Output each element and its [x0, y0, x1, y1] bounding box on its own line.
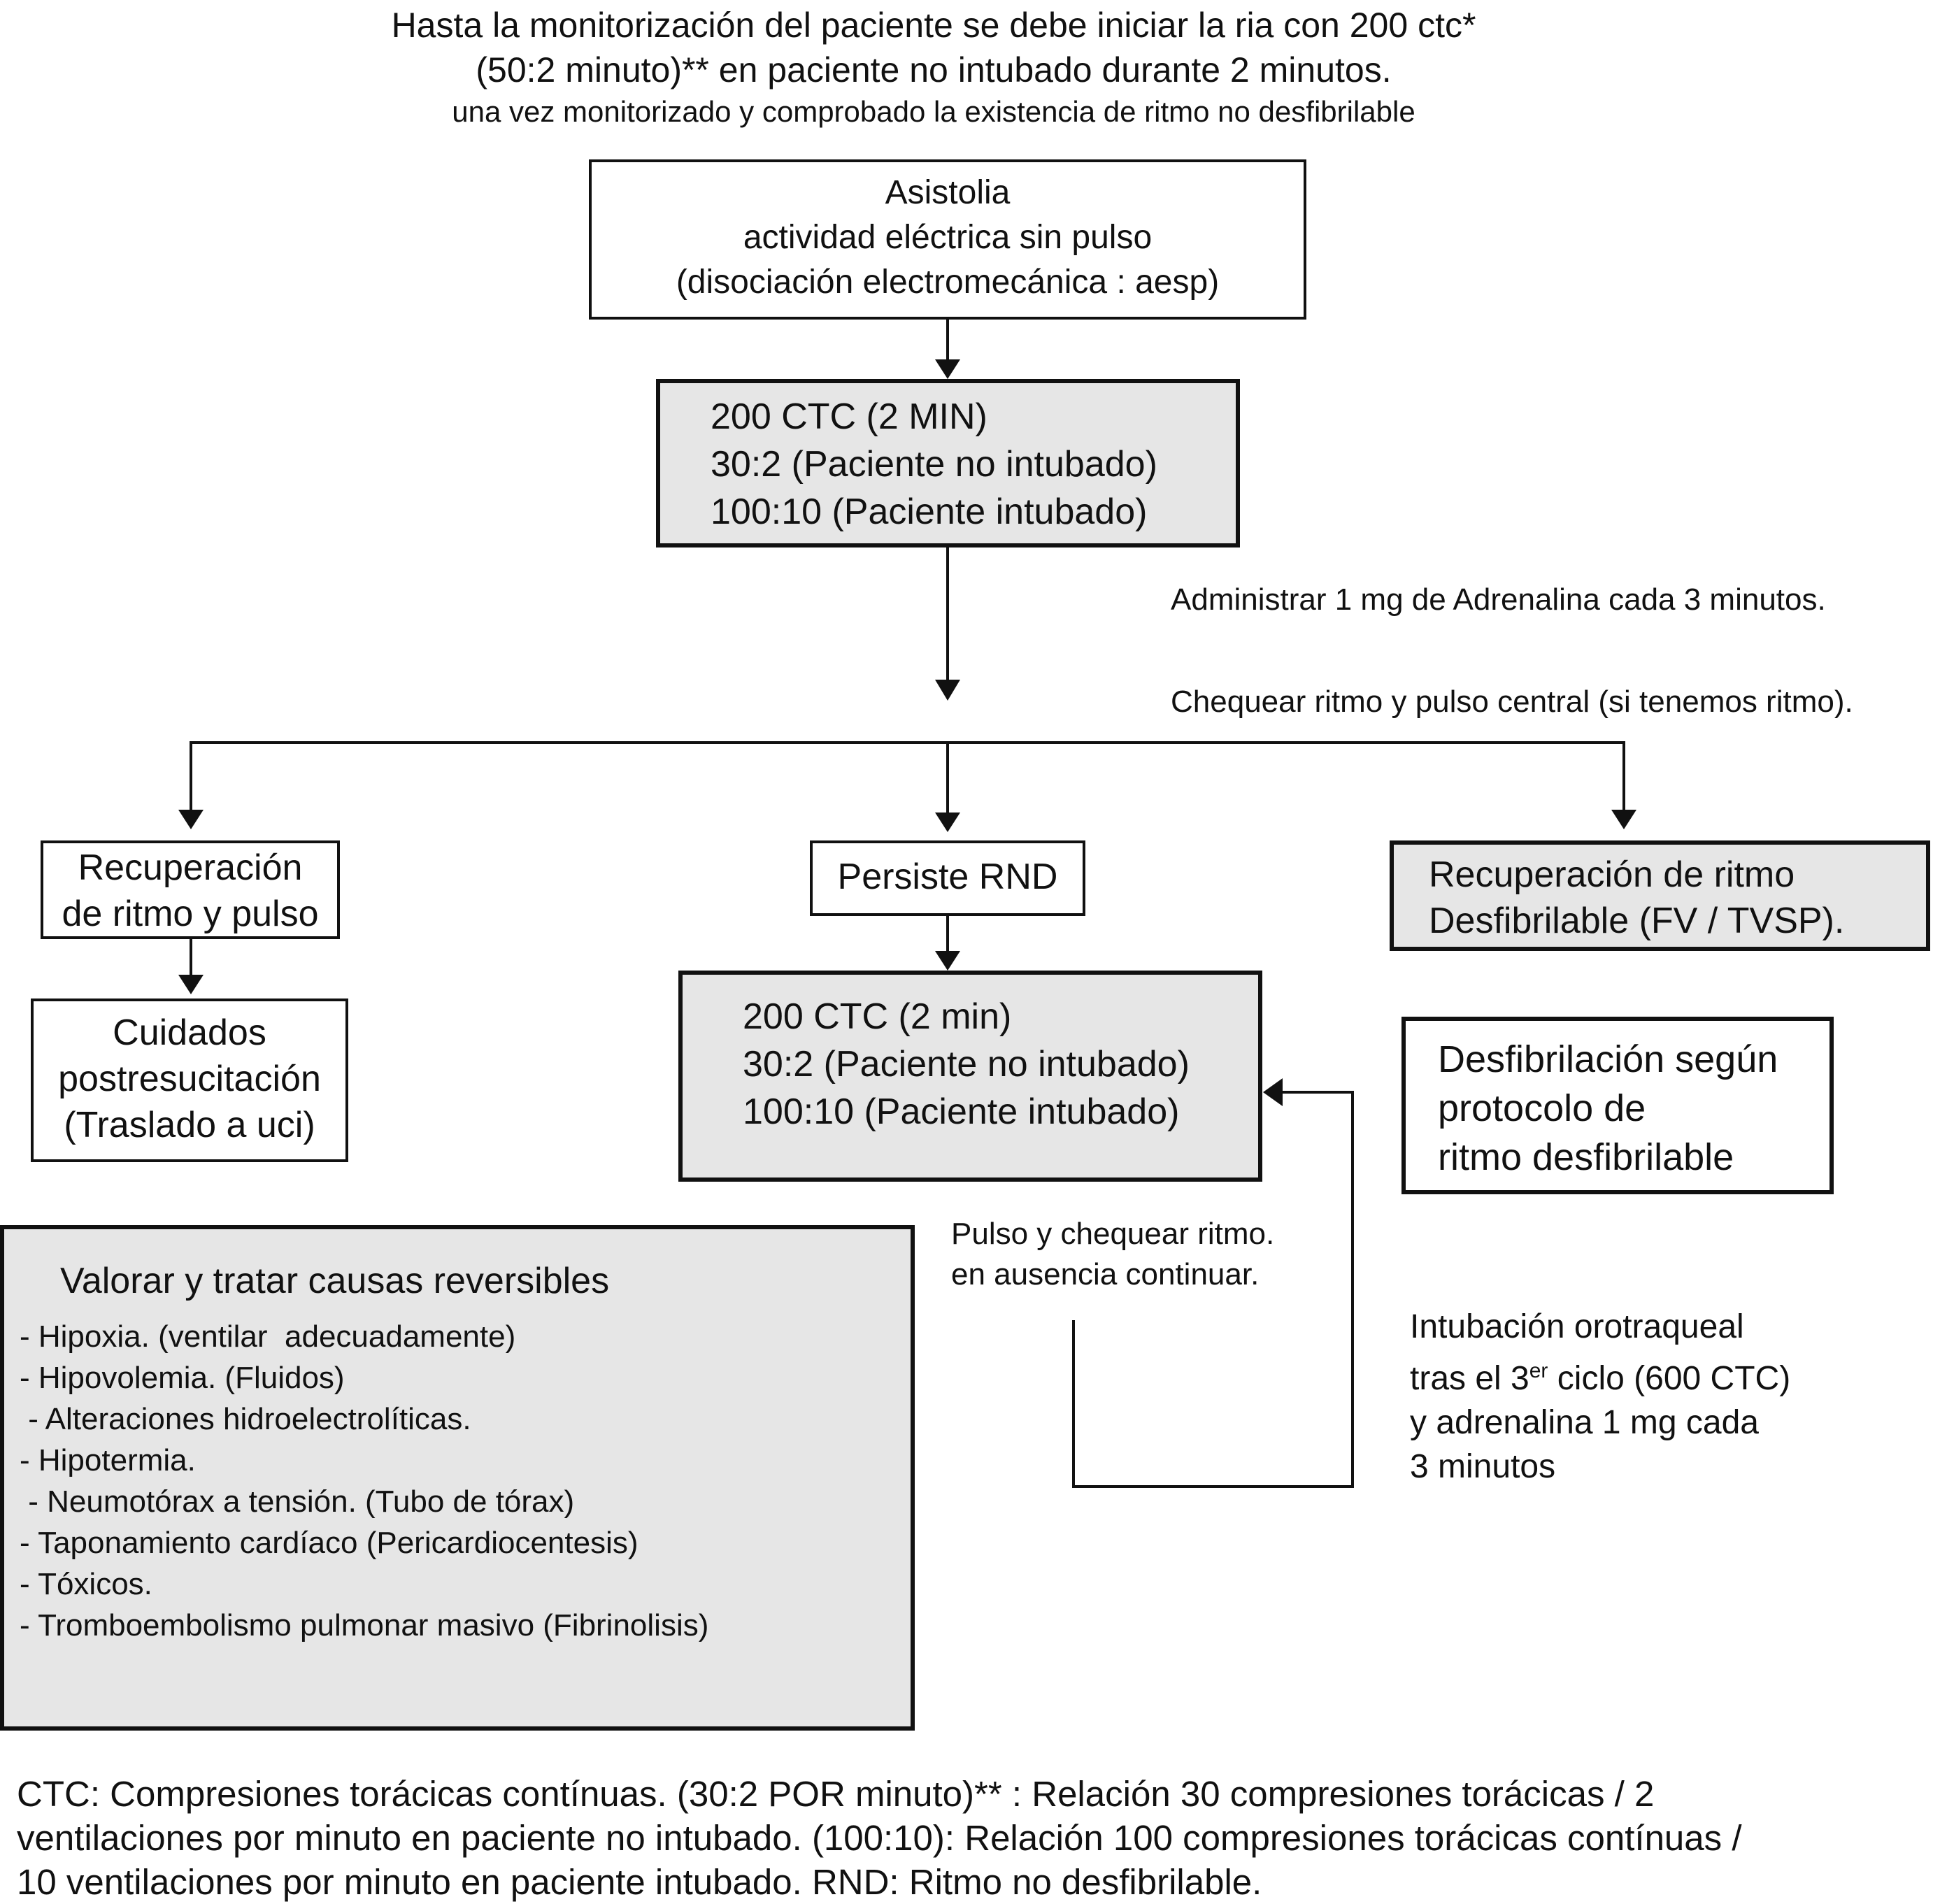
arrowhead-loop	[1263, 1078, 1283, 1106]
cpr2-line-1: 200 CTC (2 min)	[743, 996, 1012, 1037]
intubation-note: Intubación orotraqueal tras el 3er ciclo…	[1410, 1305, 1790, 1489]
intubation-line-2-pre: tras el 3	[1410, 1360, 1529, 1397]
intubation-line-2: tras el 3er ciclo (600 CTC)	[1410, 1349, 1790, 1401]
defibrillation-protocol-box: Desfibrilación según protocolo de ritmo …	[1401, 1017, 1834, 1194]
intubation-line-1: Intubación orotraqueal	[1410, 1308, 1744, 1345]
cause-item: - Hipovolemia. (Fluidos)	[20, 1361, 345, 1395]
cause-item: - Neumotórax a tensión. (Tubo de tórax)	[20, 1484, 575, 1519]
causes-list: - Hipoxia. (ventilar adecuadamente) - Hi…	[20, 1316, 911, 1646]
arrowhead-middle	[935, 813, 960, 832]
cpr1-line-3: 100:10 (Paciente intubado)	[711, 492, 1148, 532]
arrowhead-split	[935, 680, 960, 701]
arrowhead-cpr1	[935, 359, 960, 379]
defib-line-3: ritmo desfibrilable	[1438, 1136, 1734, 1178]
header-line-1: Hasta la monitorización del paciente se …	[391, 6, 1476, 45]
branch-rhythm-pulse-recovered: Recuperación de ritmo y pulso	[41, 840, 340, 939]
arrowhead-right	[1611, 810, 1636, 829]
footnote-line-3: 10 ventilaciones por minuto en paciente …	[17, 1862, 1262, 1902]
post-care-line-1: Cuidados	[113, 1012, 266, 1053]
footnote: CTC: Compresiones torácicas contínuas. (…	[17, 1772, 1742, 1904]
intubation-line-3: y adrenalina 1 mg cada	[1410, 1404, 1759, 1441]
post-care-line-2: postresucitación	[58, 1059, 321, 1099]
start-rhythm-box: Asistolia actividad eléctrica sin pulso …	[589, 159, 1306, 320]
branch-left-line-2: de ritmo y pulso	[62, 894, 319, 934]
intubation-line-4: 3 minutos	[1410, 1448, 1556, 1485]
branch-middle-label: Persiste RND	[837, 857, 1058, 897]
cause-item: - Hipotermia.	[20, 1443, 196, 1477]
header-notes: Hasta la monitorización del paciente se …	[238, 3, 1629, 131]
branch-right-line-2: Desfibrilable (FV / TVSP).	[1429, 901, 1845, 941]
arrowhead-postcare	[178, 975, 204, 994]
cause-item: - Hipoxia. (ventilar adecuadamente)	[20, 1319, 516, 1354]
causes-title: Valorar y tratar causas reversibles	[60, 1261, 610, 1301]
footnote-line-2: ventilaciones por minuto en paciente no …	[17, 1818, 1742, 1858]
defib-line-2: protocolo de	[1438, 1087, 1646, 1129]
branch-persistent-rnd: Persiste RND	[810, 840, 1085, 916]
footnote-line-1: CTC: Compresiones torácicas contínuas. (…	[17, 1774, 1655, 1814]
arrowhead-left	[178, 810, 204, 829]
branch-right-line-1: Recuperación de ritmo	[1429, 854, 1795, 895]
branch-left-line-1: Recuperación	[78, 847, 303, 888]
arrowhead-cpr2	[935, 951, 960, 971]
reversible-causes-box: Valorar y tratar causas reversibles - Hi…	[0, 1225, 915, 1731]
cpr-box-repeat: 200 CTC (2 min) 30:2 (Paciente no intuba…	[678, 971, 1262, 1182]
intubation-ordinal-suffix: er	[1529, 1359, 1548, 1382]
start-box-line-2: actividad eléctrica sin pulso	[743, 219, 1153, 256]
post-resuscitation-care-box: Cuidados postresucitación (Traslado a uc…	[31, 998, 348, 1162]
branch-shockable-rhythm: Recuperación de ritmo Desfibrilable (FV …	[1390, 840, 1930, 951]
loop-note: Pulso y chequear ritmo. en ausencia cont…	[951, 1214, 1274, 1295]
header-line-2: (50:2 minuto)** en paciente no intubado …	[476, 50, 1392, 90]
start-box-line-1: Asistolia	[885, 174, 1011, 211]
cpr2-line-3: 100:10 (Paciente intubado)	[743, 1091, 1180, 1132]
cpr2-line-2: 30:2 (Paciente no intubado)	[743, 1044, 1190, 1085]
loop-note-line-1: Pulso y chequear ritmo.	[951, 1217, 1275, 1251]
cpr1-line-2: 30:2 (Paciente no intubado)	[711, 444, 1157, 485]
start-box-line-3: (disociación electromecánica : aesp)	[676, 264, 1220, 301]
cpr-box-initial: 200 CTC (2 MIN) 30:2 (Paciente no intuba…	[656, 379, 1240, 547]
cause-item: - Alteraciones hidroelectrolíticas.	[20, 1402, 471, 1436]
intubation-line-2-post: ciclo (600 CTC)	[1548, 1360, 1791, 1397]
loop-line	[1072, 1091, 1354, 1488]
defib-line-1: Desfibrilación según	[1438, 1038, 1778, 1080]
check-rhythm-note: Chequear ritmo y pulso central (si tenem…	[1171, 685, 1853, 719]
cause-item: - Taponamiento cardíaco (Pericardiocente…	[20, 1526, 639, 1560]
cpr1-line-1: 200 CTC (2 MIN)	[711, 396, 987, 437]
split-line	[190, 741, 1625, 811]
header-line-3: una vez monitorizado y comprobado la exi…	[452, 95, 1415, 128]
adrenaline-note: Administrar 1 mg de Adrenalina cada 3 mi…	[1171, 582, 1826, 617]
cause-item: - Tromboembolismo pulmonar masivo (Fibri…	[20, 1608, 709, 1642]
cause-item: - Tóxicos.	[20, 1567, 152, 1601]
post-care-line-3: (Traslado a uci)	[64, 1105, 315, 1145]
loop-note-line-2: en ausencia continuar.	[951, 1257, 1260, 1291]
